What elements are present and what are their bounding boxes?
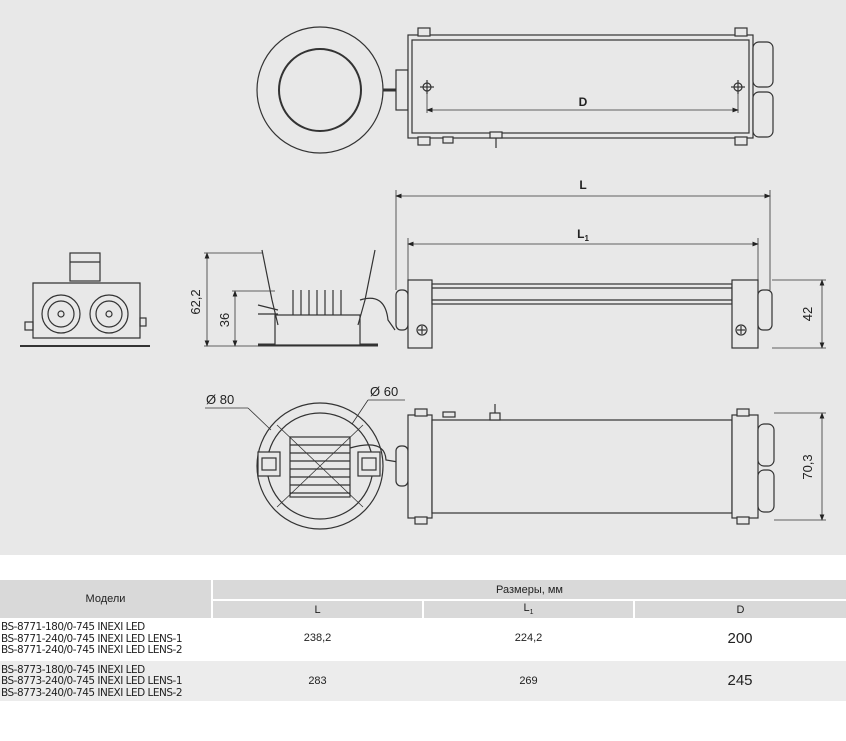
table-row: BS-8771-180/0-745 INEXI LED BS-8771-240/…: [0, 618, 846, 661]
side-long-body-view: [395, 190, 826, 349]
header-col-d: D: [634, 600, 846, 618]
label-diameter-80: Ø 80: [206, 392, 234, 407]
label-height-36: 36: [217, 313, 232, 327]
bottom-round-view: [205, 399, 405, 530]
model-list: BS-8771-180/0-745 INEXI LED BS-8771-240/…: [0, 618, 212, 661]
model-name: BS-8773-240/0-745 INEXI LED LENS-1: [1, 675, 183, 687]
label-height-62: 62,2: [188, 289, 203, 314]
bottom-body-view: [395, 404, 826, 525]
table-row: BS-8773-180/0-745 INEXI LED BS-8773-240/…: [0, 659, 846, 703]
top-body-view: [395, 27, 774, 148]
side-end-view: [20, 252, 150, 347]
model-name: BS-8771-180/0-745 INEXI LED: [1, 621, 145, 633]
label-diameter-60: Ø 60: [370, 384, 398, 399]
drawing-svg: D 62,2 36: [20, 26, 826, 530]
label-l: L: [579, 178, 586, 192]
model-name: BS-8771-240/0-745 INEXI LED LENS-2: [1, 644, 183, 656]
technical-drawing: D 62,2 36: [0, 0, 846, 555]
value-l1: 269: [423, 659, 634, 703]
header-col-l1: L1: [423, 600, 635, 618]
value-d: 245: [634, 659, 846, 703]
header-models: Модели: [0, 580, 213, 618]
label-height-42: 42: [800, 307, 815, 321]
model-list: BS-8773-180/0-745 INEXI LED BS-8773-240/…: [0, 659, 212, 703]
label-d: D: [579, 95, 588, 109]
model-name: BS-8773-240/0-745 INEXI LED LENS-2: [1, 686, 183, 699]
header-col-l: L: [212, 600, 424, 618]
header-dimensions: Размеры, мм: [212, 580, 846, 601]
label-height-70: 70,3: [800, 454, 815, 479]
side-housing-view: [204, 249, 396, 347]
model-name: BS-8771-240/0-745 INEXI LED LENS-1: [1, 632, 183, 645]
value-l: 238,2: [212, 618, 423, 661]
value-d: 200: [634, 618, 846, 661]
value-l1: 224,2: [423, 618, 634, 661]
value-l: 283: [212, 659, 423, 703]
label-l1: L1: [577, 227, 589, 243]
dimensions-table: Модели Размеры, мм L L1 D BS-8771-180/0-…: [0, 580, 846, 703]
top-round-end-view: [256, 26, 396, 154]
model-name: BS-8773-180/0-745 INEXI LED: [1, 663, 145, 676]
